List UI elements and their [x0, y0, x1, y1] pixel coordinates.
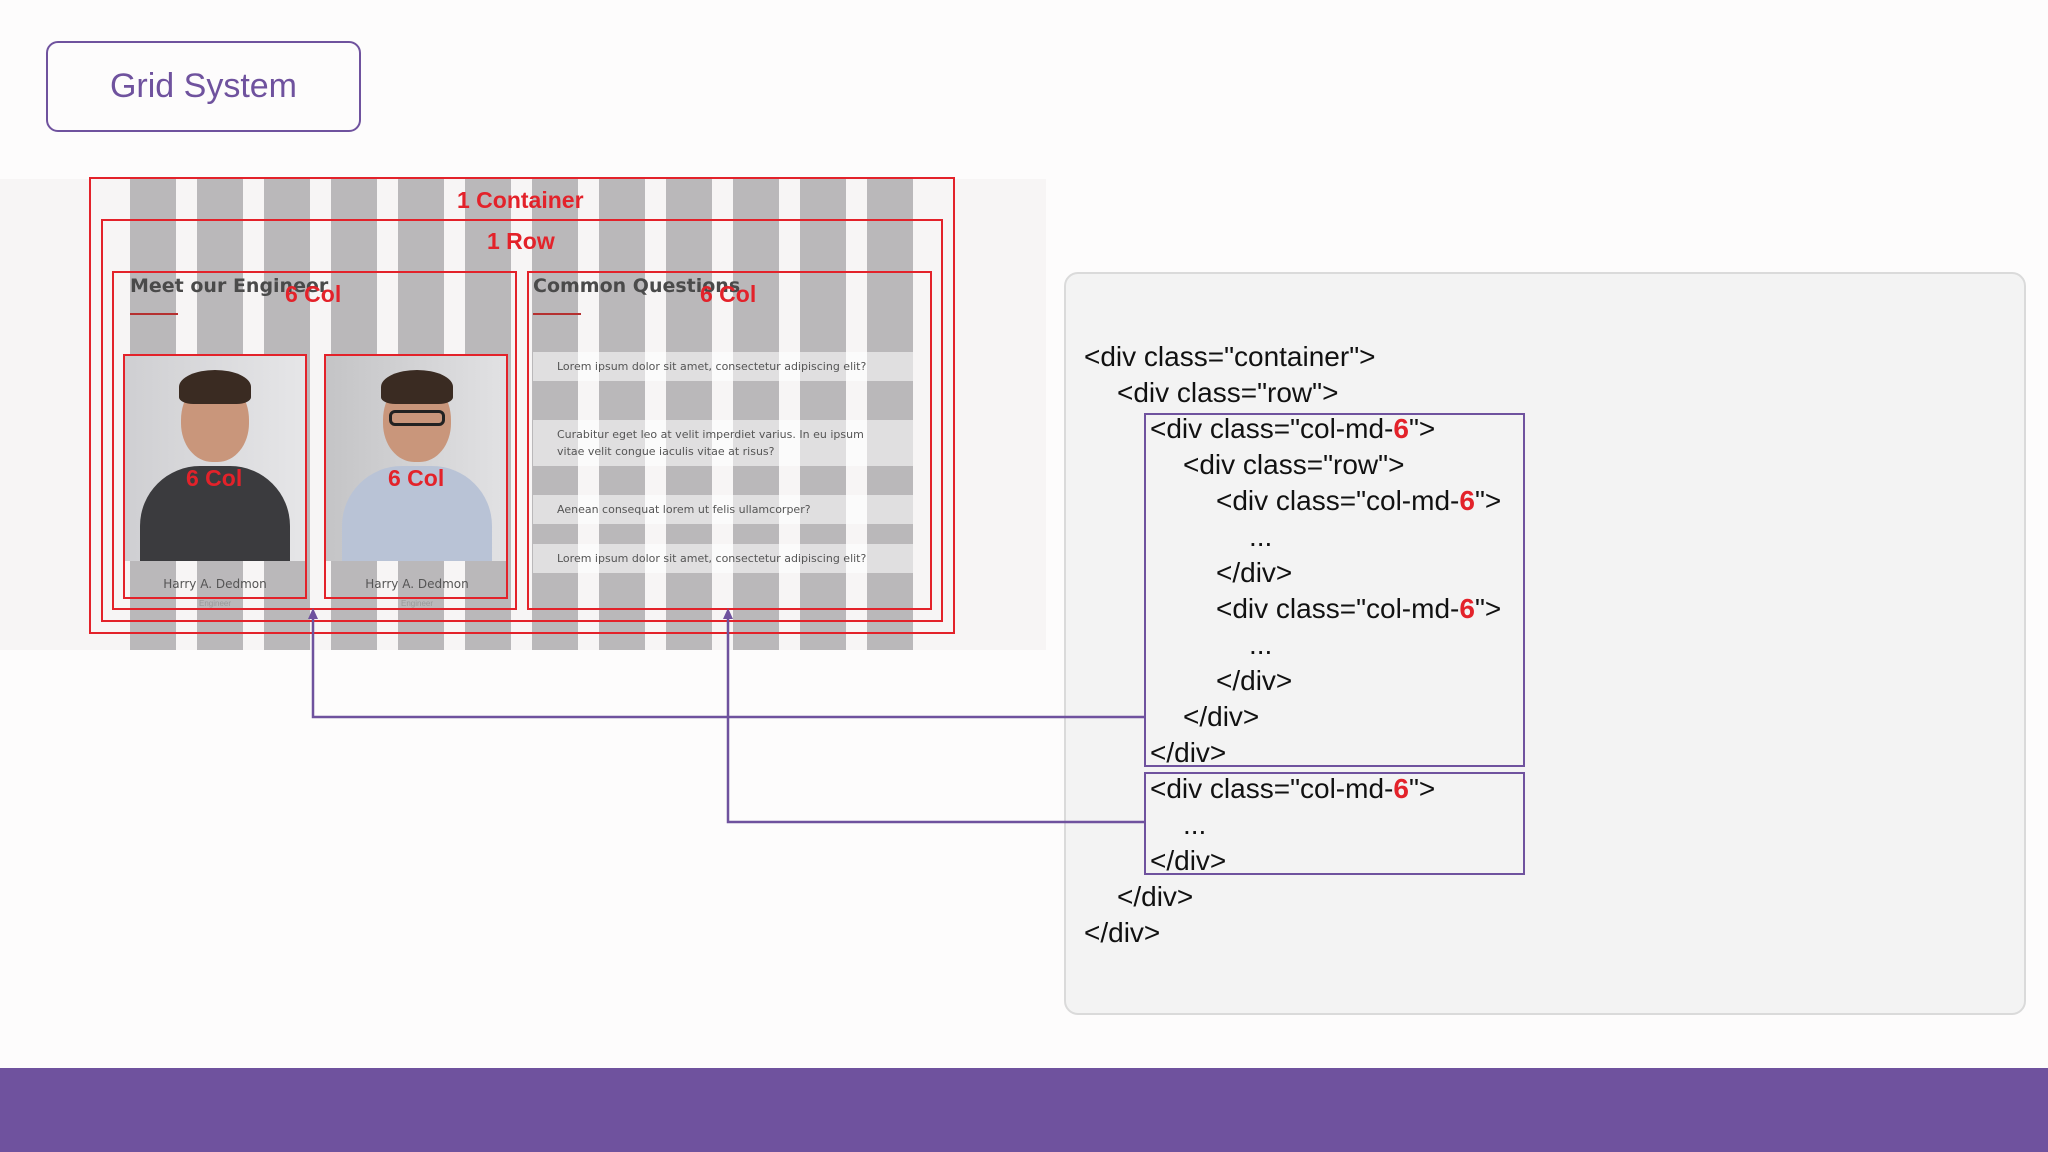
- questions-heading: Common Questions: [533, 275, 741, 297]
- row-box: [101, 219, 943, 622]
- engineer-photo: [326, 356, 508, 561]
- engineer-photo: [124, 356, 306, 561]
- col-code-highlight: [1144, 772, 1525, 875]
- code-line: <div class="row">: [1117, 377, 1339, 408]
- code-line: </div>: [1084, 917, 1161, 948]
- code-line: <div class="col-md-6">: [1216, 485, 1502, 516]
- faq-item: Aenean consequat lorem ut felis ullamcor…: [533, 495, 913, 524]
- container-label: 1 Container: [457, 187, 584, 213]
- col-label-left: 6 Col: [285, 281, 342, 307]
- website-screenshot: Meet our Engineer Common Questions Harry…: [0, 179, 1046, 650]
- photo-col-box: [123, 354, 307, 599]
- engineer-role: Engineer: [198, 599, 232, 608]
- code-line: <div class="col-md-6">: [1216, 593, 1502, 624]
- code-line: <div class="row">: [1183, 449, 1405, 480]
- code-line: </div>: [1216, 665, 1293, 696]
- engineers-heading: Meet our Engineer: [130, 275, 329, 297]
- code-line: ...: [1183, 809, 1207, 840]
- heading-underline: [130, 313, 178, 315]
- code-line: </div>: [1183, 701, 1260, 732]
- code-line: ...: [1249, 521, 1273, 552]
- code-line: </div>: [1150, 845, 1227, 876]
- slide-title: Grid System: [46, 41, 361, 132]
- col-label-right: 6 Col: [700, 281, 757, 307]
- code-line: </div>: [1117, 881, 1194, 912]
- code-panel: [1064, 272, 2026, 1015]
- row-label: 1 Row: [487, 228, 555, 254]
- container-box: [89, 177, 955, 634]
- col-code-highlight: [1144, 413, 1525, 767]
- right-col-box: [527, 271, 932, 610]
- col-label-photo-1: 6 Col: [186, 465, 243, 491]
- code-line: <div class="container">: [1084, 341, 1376, 372]
- left-col-box: [112, 271, 517, 610]
- heading-underline: [533, 313, 581, 315]
- engineer-name: Harry A. Dedmon: [365, 577, 469, 591]
- engineer-name: Harry A. Dedmon: [163, 577, 267, 591]
- code-line: </div>: [1150, 737, 1227, 768]
- photo-col-box: [324, 354, 508, 599]
- code-line: <div class="col-md-6">: [1150, 413, 1436, 444]
- footer-bar: [0, 1068, 2048, 1152]
- code-line: </div>: [1216, 557, 1293, 588]
- faq-item: Lorem ipsum dolor sit amet, consectetur …: [533, 352, 913, 381]
- col-label-photo-2: 6 Col: [388, 465, 445, 491]
- code-line: ...: [1249, 629, 1273, 660]
- code-line: <div class="col-md-6">: [1150, 773, 1436, 804]
- faq-item: Curabitur eget leo at velit imperdiet va…: [533, 420, 913, 466]
- faq-item: Lorem ipsum dolor sit amet, consectetur …: [533, 544, 913, 573]
- engineer-role: Engineer: [400, 599, 434, 608]
